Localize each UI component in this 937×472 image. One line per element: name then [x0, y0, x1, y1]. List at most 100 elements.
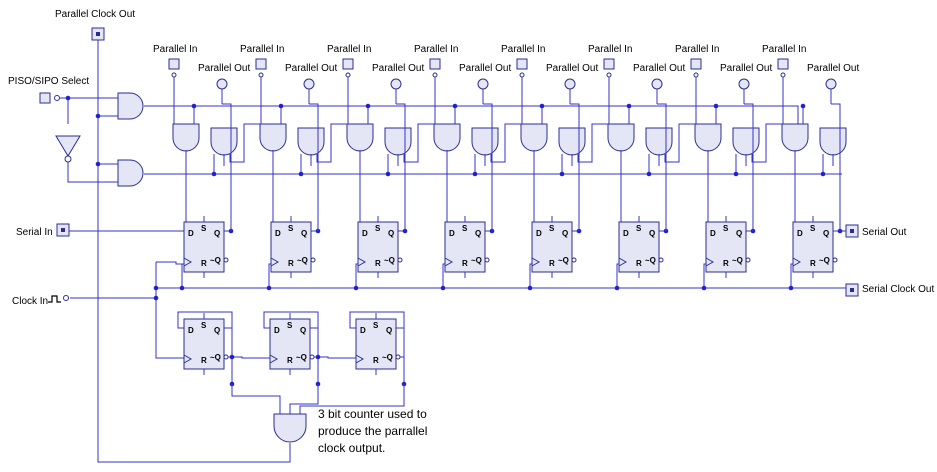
- ff-q-label: Q: [649, 229, 655, 238]
- parallel-clock-out-label: Parallel Clock Out: [55, 9, 135, 20]
- parallel-out-label: Parallel Out: [285, 63, 337, 74]
- parallel-out-pin[interactable]: [825, 78, 837, 90]
- parallel-out-pin[interactable]: [477, 78, 489, 90]
- ff-nq-label: ~Q: [819, 256, 830, 265]
- ff-d-label: D: [188, 229, 194, 238]
- parallel-in-pin[interactable]: [429, 58, 441, 70]
- ff-s-label: S: [375, 224, 381, 233]
- ff-q-label: Q: [388, 229, 394, 238]
- parallel-out-pin[interactable]: [651, 78, 663, 90]
- parallel-in-pin[interactable]: [342, 58, 354, 70]
- ff-q-label: Q: [301, 229, 307, 238]
- ff-d-label: D: [623, 229, 629, 238]
- ff-nq-label: ~Q: [296, 353, 307, 362]
- ff-q-label: Q: [475, 229, 481, 238]
- parallel-out-label: Parallel Out: [807, 63, 859, 74]
- ff-r-label: R: [201, 356, 207, 365]
- not-gate: [55, 135, 81, 163]
- parallel-load-and-gate: [520, 123, 548, 152]
- parallel-in-pin[interactable]: [603, 58, 615, 70]
- shift-and-gate: [645, 127, 673, 156]
- ff-r-label: R: [287, 356, 293, 365]
- ff-r-label: R: [462, 259, 468, 268]
- ff-q-label: Q: [736, 229, 742, 238]
- ff-r-label: R: [288, 259, 294, 268]
- shift-and-gate: [210, 127, 238, 156]
- ff-d-label: D: [274, 326, 280, 335]
- ff-q-label: Q: [300, 326, 306, 335]
- counter-note-line-1: 3 bit counter used to: [318, 407, 427, 421]
- ff-s-label: S: [723, 224, 729, 233]
- parallel-in-label: Parallel In: [153, 44, 197, 55]
- ff-nq-label: ~Q: [382, 353, 393, 362]
- shift-and-gate: [471, 127, 499, 156]
- ff-r-label: R: [201, 259, 207, 268]
- ff-q-label: Q: [562, 229, 568, 238]
- parallel-load-and-gate: [259, 123, 287, 152]
- parallel-in-label: Parallel In: [501, 44, 545, 55]
- ff-d-label: D: [449, 229, 455, 238]
- serial-in-label: Serial In: [16, 227, 53, 238]
- ff-nq-label: ~Q: [210, 353, 221, 362]
- shift-flipflop: DSQ R~Q: [270, 216, 316, 278]
- clock-in-pin[interactable]: [63, 295, 69, 301]
- parallel-in-pin[interactable]: [690, 58, 702, 70]
- ff-s-label: S: [288, 224, 294, 233]
- parallel-in-label: Parallel In: [414, 44, 458, 55]
- parallel-in-pin[interactable]: [516, 58, 528, 70]
- ff-s-label: S: [373, 321, 379, 330]
- parallel-load-and-gate: [781, 123, 809, 152]
- parallel-out-pin[interactable]: [564, 78, 576, 90]
- parallel-out-pin[interactable]: [216, 78, 228, 90]
- parallel-out-pin[interactable]: [390, 78, 402, 90]
- ff-nq-label: ~Q: [471, 256, 482, 265]
- parallel-out-pin[interactable]: [303, 78, 315, 90]
- counter-note-line-2: produce the parrallel: [318, 424, 427, 438]
- parallel-out-label: Parallel Out: [546, 63, 598, 74]
- parallel-out-label: Parallel Out: [720, 63, 772, 74]
- piso-sipo-select-label: PISO/SIPO Select: [8, 76, 89, 87]
- serial-out-label: Serial Out: [862, 227, 907, 238]
- parallel-in-pin[interactable]: [168, 58, 180, 70]
- parallel-out-pin[interactable]: [738, 78, 750, 90]
- piso-sipo-select-pin[interactable]: [39, 92, 51, 104]
- ff-q-label: Q: [214, 229, 220, 238]
- ff-d-label: D: [710, 229, 716, 238]
- ff-d-label: D: [536, 229, 542, 238]
- clock-in-label: Clock In: [12, 296, 48, 307]
- parallel-in-pin[interactable]: [777, 58, 789, 70]
- ff-q-label: Q: [823, 229, 829, 238]
- select-and-gate-bottom: [117, 159, 144, 187]
- parallel-out-label: Parallel Out: [459, 63, 511, 74]
- parallel-in-pin[interactable]: [255, 58, 267, 70]
- parallel-load-and-gate: [346, 123, 374, 152]
- ff-r-label: R: [723, 259, 729, 268]
- shift-and-gate: [732, 127, 760, 156]
- ff-nq-label: ~Q: [384, 256, 395, 265]
- parallel-in-label: Parallel In: [327, 44, 371, 55]
- ff-nq-label: ~Q: [297, 256, 308, 265]
- ff-s-label: S: [462, 224, 468, 233]
- ff-d-label: D: [275, 229, 281, 238]
- ff-q-label: Q: [386, 326, 392, 335]
- ff-d-label: D: [360, 326, 366, 335]
- parallel-out-label: Parallel Out: [633, 63, 685, 74]
- ff-r-label: R: [549, 259, 555, 268]
- shift-and-gate: [819, 127, 847, 156]
- counter-and-wires: [231, 384, 405, 414]
